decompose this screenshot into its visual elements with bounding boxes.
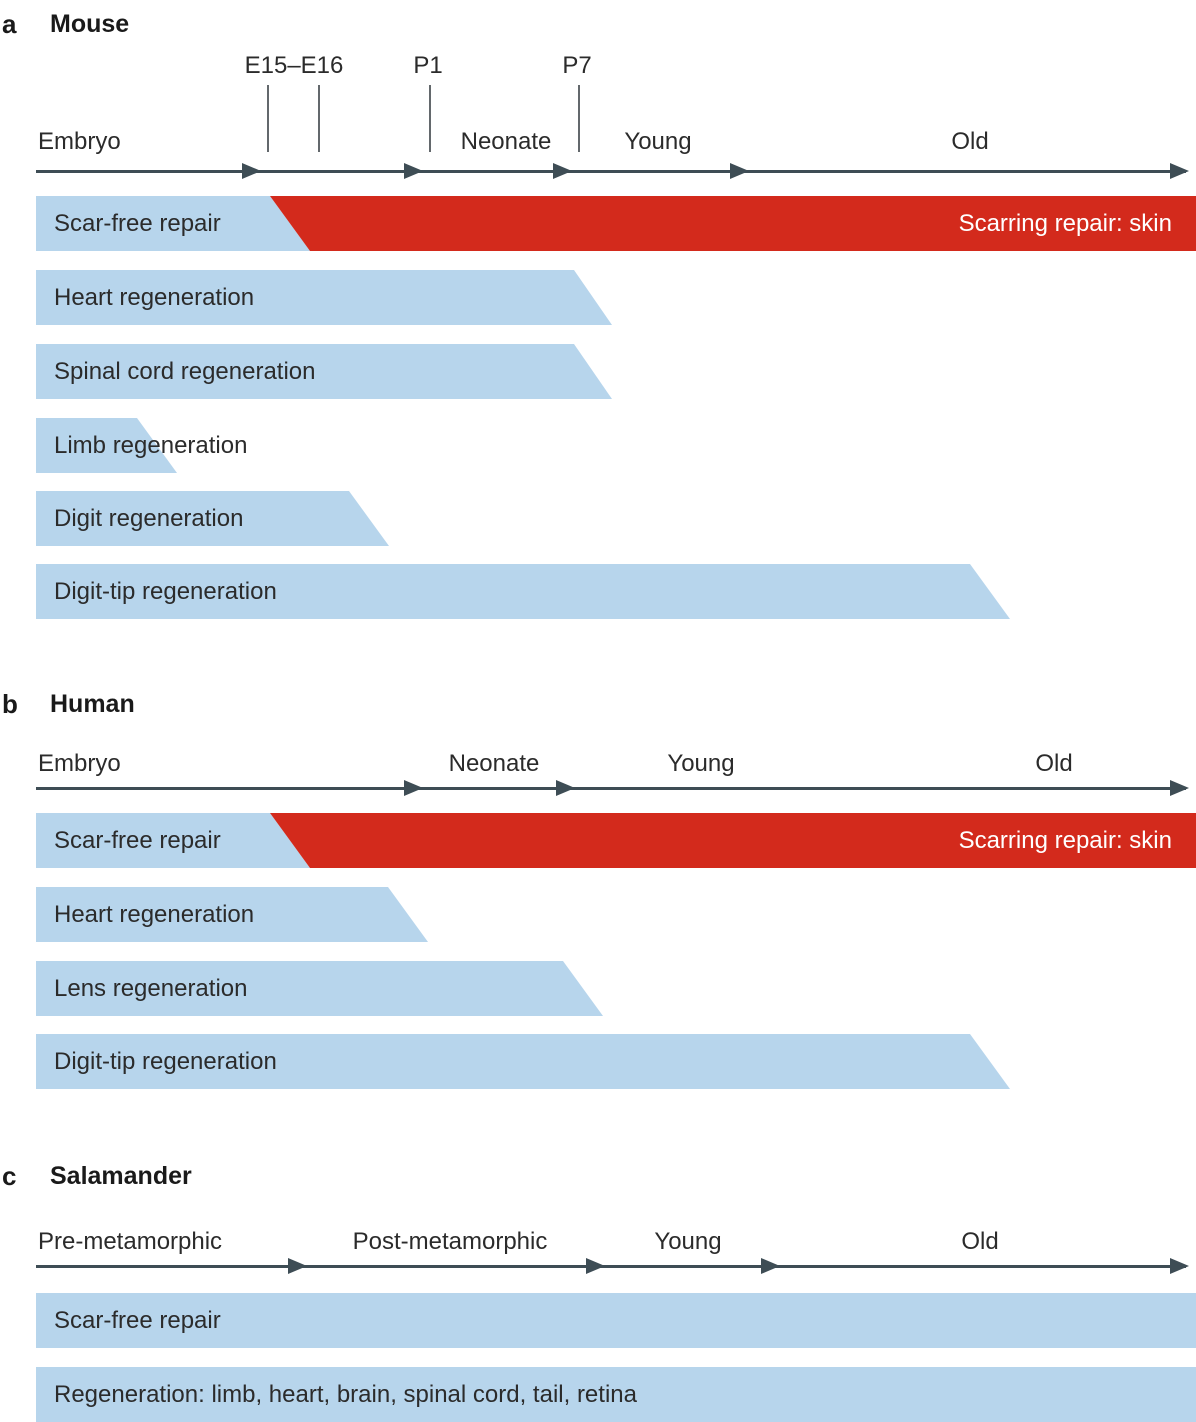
stage-label-embryo: Embryo <box>38 750 121 777</box>
bar-label: Digit-tip regeneration <box>54 577 277 605</box>
stage-label-young: Young <box>654 1228 722 1255</box>
stage-label-neonate: Neonate <box>460 128 552 155</box>
bar-scarring-repair-skin: Scarring repair: skin <box>270 196 1196 251</box>
arrowhead-icon <box>1170 163 1189 180</box>
bar-label: Spinal cord regeneration <box>54 357 316 385</box>
arrowhead-icon <box>1170 1258 1189 1275</box>
arrowhead-icon <box>242 163 261 180</box>
panel-letter-a: a <box>2 9 17 39</box>
bar-digit-tip-regeneration: Digit-tip regeneration <box>36 564 1010 619</box>
arrowhead-icon <box>288 1258 307 1275</box>
bar-label: Limb regeneration <box>54 432 248 459</box>
arrowhead-icon <box>553 163 572 180</box>
tick-label-p1: P1 <box>413 52 443 79</box>
bar-scar-free-repair: Scar-free repair <box>36 813 310 868</box>
tick-mark-e16 <box>318 85 320 152</box>
timeline-arrow <box>36 1264 1186 1268</box>
tick-label-p7: P7 <box>562 52 592 79</box>
timeline-arrow <box>36 786 1186 790</box>
panel-title-human: Human <box>50 690 135 718</box>
stage-label-embryo: Embryo <box>38 128 121 155</box>
stage-label-post-metamorphic: Post-metamorphic <box>352 1228 548 1255</box>
bar-label: Digit-tip regeneration <box>54 1047 277 1075</box>
arrowhead-icon <box>1170 780 1189 797</box>
bar-heart-regeneration: Heart regeneration <box>36 270 612 325</box>
arrowhead-icon <box>404 163 423 180</box>
bar-regeneration-tissues: Regeneration: limb, heart, brain, spinal… <box>36 1367 1196 1422</box>
panel-letter-c: c <box>2 1161 17 1191</box>
bar-digit-tip-regeneration: Digit-tip regeneration <box>36 1034 1010 1089</box>
arrowhead-icon <box>404 780 423 797</box>
panel-title-salamander: Salamander <box>50 1162 192 1190</box>
bar-label: Scar-free repair <box>54 209 221 237</box>
bar-label: Heart regeneration <box>54 900 255 928</box>
arrowhead-icon <box>556 780 575 797</box>
tick-mark-p7 <box>578 85 580 152</box>
tick-label-e15-e16: E15–E16 <box>244 52 344 79</box>
panel-letter-b: b <box>2 689 18 719</box>
tick-mark-p1 <box>429 85 431 152</box>
stage-label-old: Old <box>961 1228 999 1255</box>
bar-label: Scarring repair: skin <box>958 209 1172 237</box>
bar-label: Heart regeneration <box>54 283 255 311</box>
stage-label-young: Young <box>667 750 735 777</box>
bar-scar-free-repair: Scar-free repair <box>36 196 310 251</box>
stage-label-young: Young <box>624 128 692 155</box>
stage-label-neonate: Neonate <box>448 750 540 777</box>
bar-scarring-repair-skin: Scarring repair: skin <box>270 813 1196 868</box>
bar-lens-regeneration: Lens regeneration <box>36 961 603 1016</box>
tick-mark-e15 <box>267 85 269 152</box>
bar-label: Scarring repair: skin <box>958 826 1172 854</box>
stage-label-old: Old <box>1035 750 1073 777</box>
bar-spinal-cord-regeneration: Spinal cord regeneration <box>36 344 612 399</box>
stage-label-pre-metamorphic: Pre-metamorphic <box>38 1228 223 1255</box>
bar-heart-regeneration: Heart regeneration <box>36 887 428 942</box>
timeline-arrow <box>36 169 1186 173</box>
bar-label: Scar-free repair <box>54 1306 221 1334</box>
bar-label: Lens regeneration <box>54 974 248 1002</box>
arrowhead-icon <box>586 1258 605 1275</box>
bar-digit-regeneration: Digit regeneration <box>36 491 389 546</box>
bar-label: Digit regeneration <box>54 504 244 532</box>
arrowhead-icon <box>730 163 749 180</box>
bar-scar-free-repair: Scar-free repair <box>36 1293 1196 1348</box>
bar-label: Scar-free repair <box>54 826 221 854</box>
bar-label: Regeneration: limb, heart, brain, spinal… <box>54 1380 637 1408</box>
arrowhead-icon <box>761 1258 780 1275</box>
panel-title-mouse: Mouse <box>50 10 130 38</box>
stage-label-old: Old <box>951 128 989 155</box>
